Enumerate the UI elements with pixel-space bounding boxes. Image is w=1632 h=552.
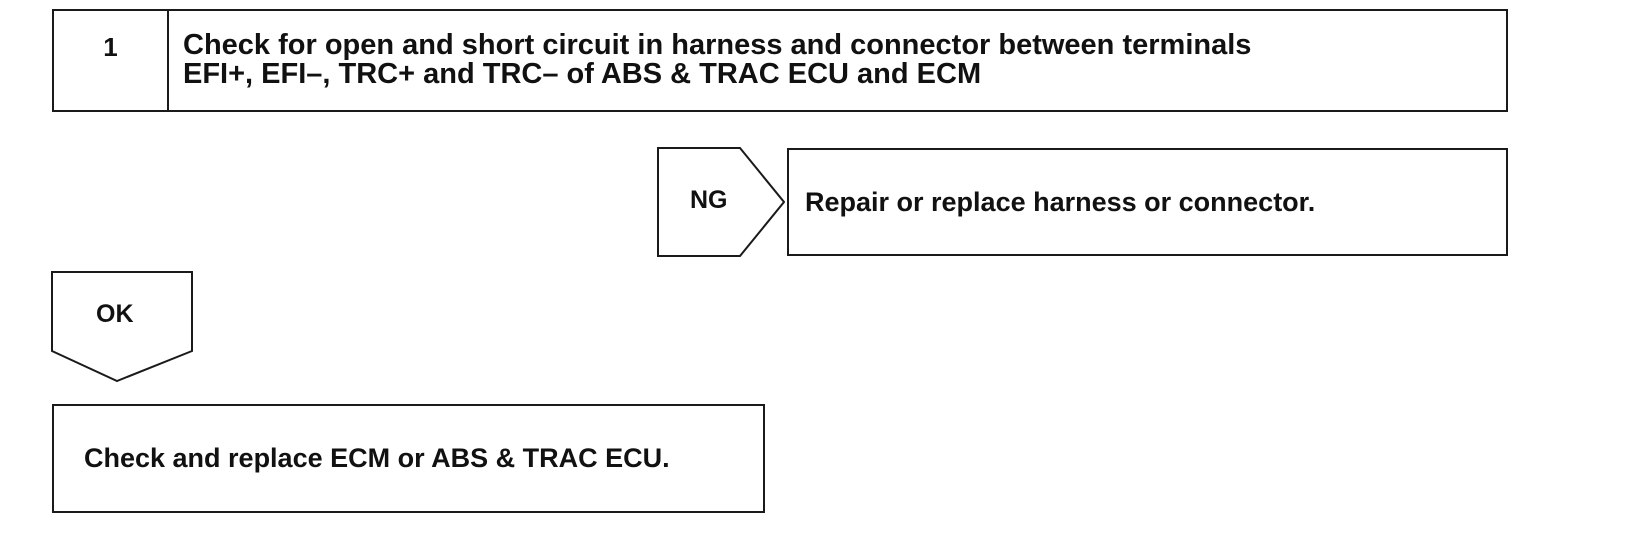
ng-label: NG xyxy=(690,186,728,214)
ng-action-text: Repair or replace harness or connector. xyxy=(805,186,1316,217)
step-number: 1 xyxy=(54,11,169,110)
ng-action-box: Repair or replace harness or connector. xyxy=(787,148,1508,256)
step-title-line-2: EFI+, EFI–, TRC+ and TRC– of ABS & TRAC … xyxy=(183,58,982,90)
ok-label: OK xyxy=(96,300,134,328)
ok-action-box: Check and replace ECM or ABS & TRAC ECU. xyxy=(52,404,765,513)
ok-action-text: Check and replace ECM or ABS & TRAC ECU. xyxy=(84,443,670,473)
step-1-box: 1 Check for open and short circuit in ha… xyxy=(52,9,1508,112)
step-title: Check for open and short circuit in harn… xyxy=(169,11,1506,110)
step-title-line-1: Check for open and short circuit in harn… xyxy=(183,29,1252,61)
ng-arrow-shape xyxy=(657,147,785,257)
ok-arrow-shape xyxy=(51,271,193,383)
